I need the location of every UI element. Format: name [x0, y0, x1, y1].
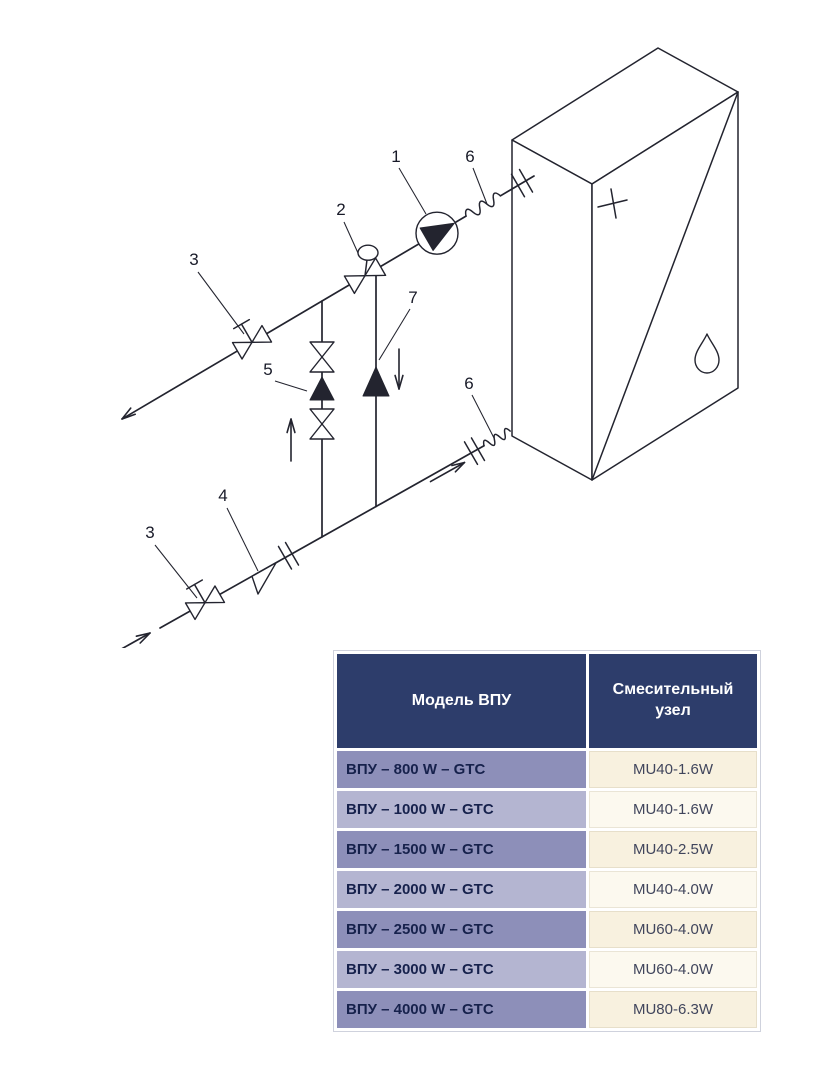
ball-valve-icon	[184, 579, 226, 621]
flow-arrow-to-unit	[429, 461, 466, 483]
piping-schematic: 1 2 3 4 5 6 6 7 3	[121, 47, 739, 648]
flow-arrow-down	[394, 348, 404, 390]
check-valve-icon	[309, 376, 335, 401]
table-row: ВПУ – 800 W – GTC MU40-1.6W	[337, 751, 757, 788]
flex-connector-icon	[463, 427, 511, 466]
table-row: ВПУ – 4000 W – GTC MU80-6.3W	[337, 991, 757, 1028]
balancing-valve-icon	[309, 341, 335, 373]
label-pump: 1	[391, 147, 400, 166]
model-table: Модель ВПУ Смесительный узел ВПУ – 800 W…	[333, 650, 761, 1032]
leader-line	[197, 271, 245, 335]
table-row: ВПУ – 1500 W – GTC MU40-2.5W	[337, 831, 757, 868]
strainer-icon	[251, 541, 300, 595]
flow-arrow-up	[286, 418, 296, 462]
unit-cell: MU80-6.3W	[589, 991, 757, 1028]
col-header-model: Модель ВПУ	[337, 654, 586, 748]
leader-line	[378, 308, 411, 361]
unit-cell: MU40-4.0W	[589, 871, 757, 908]
col-header-mixing-unit: Смесительный узел	[589, 654, 757, 748]
model-cell: ВПУ – 3000 W – GTC	[337, 951, 586, 988]
table-row: ВПУ – 2000 W – GTC MU40-4.0W	[337, 871, 757, 908]
flex-connector-icon	[464, 168, 534, 217]
unit-left-face	[511, 139, 593, 481]
air-handling-unit	[511, 47, 739, 481]
panel-diagonal-line	[591, 91, 739, 481]
label-check-valve-left: 5	[263, 360, 272, 379]
flow-arrow-out	[121, 407, 136, 420]
check-valve-icon	[362, 366, 390, 397]
model-cell: ВПУ – 800 W – GTC	[337, 751, 586, 788]
unit-cell: MU40-1.6W	[589, 791, 757, 828]
leader-line	[472, 167, 488, 205]
table-row: ВПУ – 3000 W – GTC MU60-4.0W	[337, 951, 757, 988]
model-cell: ВПУ – 1500 W – GTC	[337, 831, 586, 868]
model-cell: ВПУ – 2500 W – GTC	[337, 911, 586, 948]
table-header-row: Модель ВПУ Смесительный узел	[337, 654, 757, 748]
leader-line	[226, 507, 259, 572]
leader-line	[154, 544, 198, 599]
model-cell: ВПУ – 2000 W – GTC	[337, 871, 586, 908]
supply-pipe	[121, 444, 485, 648]
balancing-valve-icon	[309, 408, 335, 440]
leader-line	[471, 394, 495, 439]
leader-line	[398, 167, 427, 215]
table-row: ВПУ – 1000 W – GTC MU40-1.6W	[337, 791, 757, 828]
pump-icon	[415, 211, 459, 255]
plus-icon	[597, 188, 628, 219]
leader-line	[343, 221, 359, 254]
table-row: ВПУ – 2500 W – GTC MU60-4.0W	[337, 911, 757, 948]
unit-cell: MU60-4.0W	[589, 911, 757, 948]
label-supply-valve: 3	[145, 523, 154, 542]
model-cell: ВПУ – 4000 W – GTC	[337, 991, 586, 1028]
unit-cell: MU40-1.6W	[589, 751, 757, 788]
three-way-valve-icon	[343, 244, 387, 295]
label-return-valve: 3	[189, 250, 198, 269]
return-pipe	[121, 175, 535, 420]
flow-arrow-in	[135, 632, 151, 644]
label-control-valve: 2	[336, 200, 345, 219]
label-flex-top: 6	[465, 147, 474, 166]
label-flex-bottom: 6	[464, 374, 473, 393]
label-strainer: 4	[218, 486, 227, 505]
model-cell: ВПУ – 1000 W – GTC	[337, 791, 586, 828]
droplet-icon	[694, 333, 720, 374]
unit-cell: MU40-2.5W	[589, 831, 757, 868]
unit-cell: MU60-4.0W	[589, 951, 757, 988]
leader-line	[274, 380, 308, 392]
label-check-valve-right: 7	[408, 288, 417, 307]
ball-valve-icon	[231, 318, 273, 360]
